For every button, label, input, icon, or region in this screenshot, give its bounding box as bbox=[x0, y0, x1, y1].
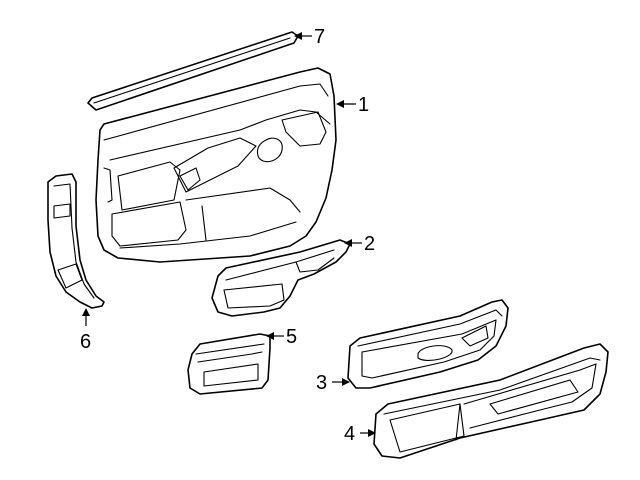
part-6-end-trim bbox=[47, 173, 105, 309]
callout-2: 2 bbox=[344, 233, 375, 255]
callout-5: 5 bbox=[266, 326, 297, 348]
part-5-pocket bbox=[187, 333, 271, 395]
callout-4: 4 bbox=[344, 423, 376, 445]
callout-2-label: 2 bbox=[364, 233, 375, 255]
callout-5-label: 5 bbox=[286, 326, 297, 348]
callout-7: 7 bbox=[294, 26, 325, 48]
callout-1: 1 bbox=[336, 94, 369, 116]
callout-3: 3 bbox=[316, 372, 350, 394]
callout-4-label: 4 bbox=[344, 423, 355, 445]
callout-6: 6 bbox=[80, 308, 91, 353]
callout-3-label: 3 bbox=[316, 372, 327, 394]
part-2-armrest-trim bbox=[211, 239, 351, 317]
callout-6-label: 6 bbox=[80, 331, 91, 353]
callout-1-label: 1 bbox=[358, 94, 369, 116]
callout-7-label: 7 bbox=[314, 26, 325, 48]
part-3-door-pull-trim bbox=[347, 299, 509, 389]
part-4-lower-trim bbox=[373, 343, 609, 459]
part-1-door-trim-panel bbox=[95, 67, 337, 263]
